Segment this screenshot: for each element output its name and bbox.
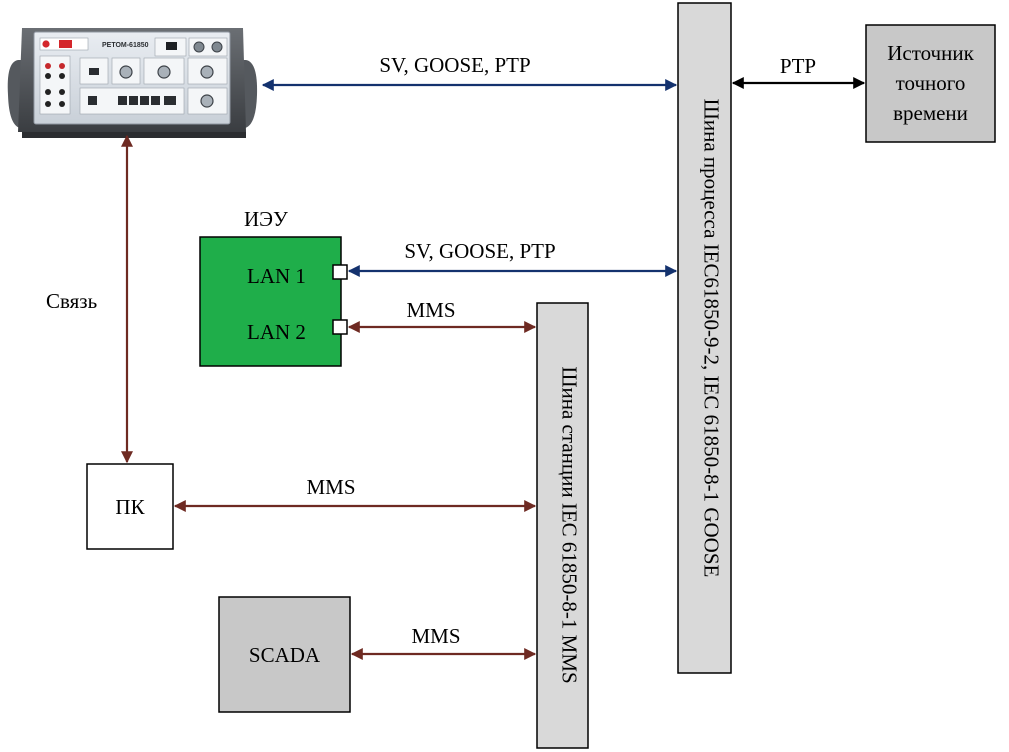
time-source-line1: Источник: [887, 41, 974, 65]
bnc-connector-icon: [200, 94, 214, 108]
station-bus: Шина станции IEC 61850-8-1 MMS: [536, 302, 589, 749]
sfp-port-icon: [164, 96, 176, 105]
ied-port1-icon: [332, 264, 348, 280]
ied-process-label: SV, GOOSE, PTP: [404, 239, 555, 263]
time-source: Источник точного времени: [865, 24, 996, 143]
device-model-text: РЕТОМ-61850: [102, 42, 149, 49]
terminal-icon: [45, 89, 51, 95]
terminal-icon: [59, 101, 65, 107]
scada-station-label: MMS: [411, 624, 460, 648]
link-ied-station: MMS: [347, 298, 537, 333]
process-bus-bar: [677, 2, 732, 674]
link-process-time: PTP: [731, 54, 866, 89]
brand-logo-icon: [42, 40, 50, 48]
ethernet-port-icon: [118, 96, 127, 105]
pc: ПК: [86, 463, 174, 550]
link-device-process: SV, GOOSE, PTP: [261, 53, 678, 91]
device-process-label: SV, GOOSE, PTP: [379, 53, 530, 77]
terminal-icon: [59, 89, 65, 95]
station-bus-label: Шина станции IEC 61850-8-1 MMS: [558, 366, 582, 683]
device-base: [22, 132, 246, 138]
time-source-line2: точного: [896, 71, 966, 95]
process-bus: Шина процесса IEC61850-9-2, IEC 61850-8-…: [677, 2, 732, 674]
device-pc-label: Связь: [46, 289, 97, 313]
time-source-box: [865, 24, 996, 143]
brand-logo-mark: [59, 40, 72, 48]
bnc-connector-icon: [200, 65, 214, 79]
knob-icon: [193, 41, 205, 53]
process-bus-label: Шина процесса IEC61850-9-2, IEC 61850-8-…: [700, 99, 724, 578]
terminal-icon: [45, 101, 51, 107]
bnc-connector-icon: [119, 65, 133, 79]
usb-port-icon: [89, 68, 99, 75]
ied: ИЭУ LAN 1 LAN 2: [199, 207, 348, 367]
display-window: [166, 42, 177, 50]
ethernet-port-icon: [140, 96, 149, 105]
ied-port2-label: LAN 2: [247, 320, 306, 344]
knob-icon: [211, 41, 223, 53]
ethernet-port-icon: [129, 96, 138, 105]
link-scada-station: MMS: [350, 624, 537, 660]
bnc-connector-icon: [157, 65, 171, 79]
ied-port1-label: LAN 1: [247, 264, 306, 288]
pc-station-label: MMS: [306, 475, 355, 499]
device-terminals: [39, 55, 71, 115]
terminal-icon: [59, 73, 65, 79]
link-ied-process: SV, GOOSE, PTP: [347, 239, 678, 277]
scada: SCADA: [218, 596, 351, 713]
station-bus-bar: [536, 302, 589, 749]
scada-label: SCADA: [249, 643, 321, 667]
ied-station-label: MMS: [406, 298, 455, 322]
ied-box: [199, 236, 342, 367]
ied-port2-icon: [332, 319, 348, 335]
terminal-icon: [45, 63, 51, 69]
ethernet-port-icon: [151, 96, 160, 105]
ptp-label: PTP: [780, 54, 816, 78]
pc-label: ПК: [115, 495, 145, 519]
link-device-pc: Связь: [46, 134, 133, 464]
ied-title: ИЭУ: [244, 207, 288, 231]
link-pc-station: MMS: [173, 475, 537, 512]
time-source-line3: времени: [893, 101, 968, 125]
scada-box: [218, 596, 351, 713]
terminal-icon: [45, 73, 51, 79]
terminal-icon: [59, 63, 65, 69]
ethernet-port-icon: [88, 96, 97, 105]
pc-box: [86, 463, 174, 550]
test-device: РЕТОМ-61850: [7, 28, 258, 138]
